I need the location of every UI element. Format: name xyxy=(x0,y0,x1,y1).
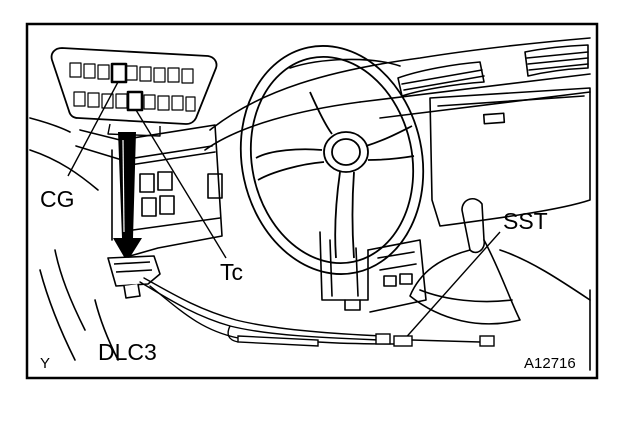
dlc3-connector xyxy=(107,255,161,299)
leader-lines xyxy=(67,81,501,343)
gear-shifter xyxy=(409,197,591,371)
left-dash-panel xyxy=(75,124,223,257)
sst-cable xyxy=(139,277,495,347)
dlc3-connector-detail xyxy=(50,47,218,137)
steering-wheel xyxy=(239,45,425,275)
location-arrow xyxy=(113,132,142,262)
dlc3-label: DLC3 xyxy=(98,339,157,365)
cg-leader-line xyxy=(67,81,119,177)
cg-terminal xyxy=(110,62,128,84)
glovebox xyxy=(429,87,591,227)
tc-label: Tc xyxy=(220,259,243,285)
sst-label: SST xyxy=(503,208,548,234)
figure-border xyxy=(25,22,599,380)
cg-label: CG xyxy=(40,186,75,212)
dashboard-illustration xyxy=(29,37,591,371)
right-air-vent xyxy=(397,44,589,97)
tc-terminal xyxy=(126,90,144,112)
figure-id: A12716 xyxy=(524,355,576,372)
sst-leader-line xyxy=(401,231,501,343)
corner-letter: Y xyxy=(40,355,50,372)
tc-leader-line xyxy=(135,109,227,259)
